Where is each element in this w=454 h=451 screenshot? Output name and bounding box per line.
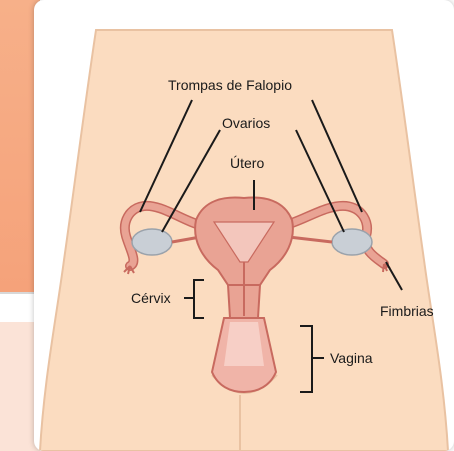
label-utero: Útero [230, 155, 264, 171]
anatomy-diagram: Trompas de Falopio Ovarios Útero Cérvix … [34, 0, 454, 451]
ovary-right [332, 229, 372, 255]
label-fimbrias: Fimbrias [380, 303, 434, 319]
label-trompas: Trompas de Falopio [168, 77, 292, 93]
label-ovarios: Ovarios [222, 115, 270, 131]
label-vagina: Vagina [330, 350, 373, 366]
diagram-canvas: Trompas de Falopio Ovarios Útero Cérvix … [34, 0, 454, 451]
ovary-left [132, 229, 172, 255]
label-cervix: Cérvix [131, 290, 171, 306]
